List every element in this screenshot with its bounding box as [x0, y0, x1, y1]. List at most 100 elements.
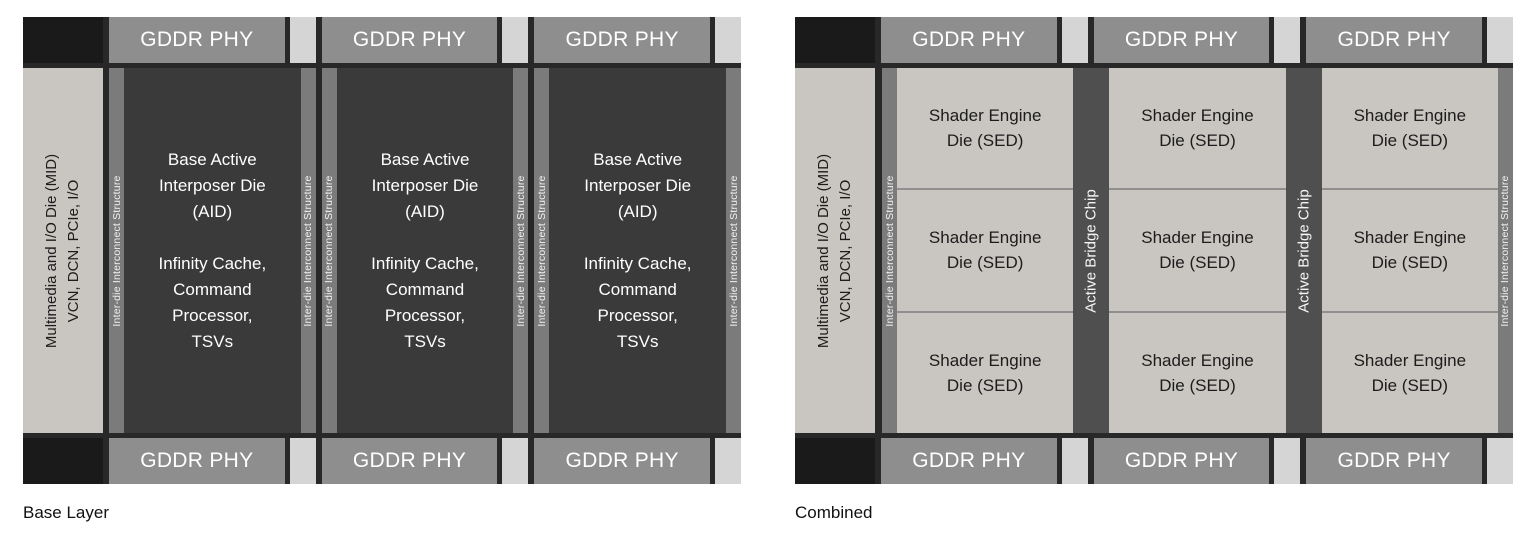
- gddr-phy-bar: GDDR PHY: [881, 17, 1057, 63]
- corner-block: [795, 17, 875, 63]
- pad-square: [1487, 438, 1514, 484]
- gddr-phy-bar: GDDR PHY: [881, 438, 1057, 484]
- pad-square: [1274, 17, 1301, 63]
- gddr-group: GDDR PHY: [881, 17, 1088, 63]
- corner-block: [795, 438, 875, 484]
- sed-block: Shader Engine Die (SED): [1322, 68, 1498, 188]
- corner-block: [23, 17, 103, 63]
- interconnect-label: Inter-die Interconnect Structure: [1499, 174, 1512, 327]
- gddr-group: GDDR PHY: [321, 17, 529, 63]
- sed-block: Shader Engine Die (SED): [1321, 310, 1498, 433]
- sed-label: Shader Engine Die (SED): [1353, 106, 1467, 151]
- aid-column: Inter-die Interconnect Structure Base Ac…: [321, 68, 529, 433]
- interconnect-strip: Inter-die Interconnect Structure: [109, 68, 124, 433]
- bridge-label: Active Bridge Chip: [1082, 188, 1100, 313]
- interconnect-label: Inter-die Interconnect Structure: [302, 174, 315, 327]
- gddr-row-bottom: GDDR PHY GDDR PHY GDDR PHY: [795, 438, 1514, 484]
- interconnect-strip: Inter-die Interconnect Structure: [1497, 68, 1513, 433]
- mid-label: Multimedia and I/O Die (MID) VCN, DCN, P…: [815, 153, 854, 348]
- interconnect-strip: Inter-die Interconnect Structure: [534, 68, 550, 433]
- gddr-phy-bar: GDDR PHY: [1306, 17, 1483, 63]
- sed-label: Shader Engine Die (SED): [928, 228, 1042, 273]
- sed-block: Shader Engine Die (SED): [1321, 188, 1498, 310]
- interconnect-label: Inter-die Interconnect Structure: [727, 174, 740, 327]
- sed-column: Shader Engine Die (SED) Shader Engine Di…: [1109, 68, 1286, 433]
- pad-square: [1061, 17, 1088, 63]
- gddr-group: GDDR PHY: [109, 438, 316, 484]
- sed-block: Shader Engine Die (SED): [1109, 310, 1286, 433]
- gddr-group: GDDR PHY: [1093, 17, 1301, 63]
- gddr-phy-bar: GDDR PHY: [534, 17, 711, 63]
- pad-square: [1061, 438, 1088, 484]
- pad-square: [715, 438, 742, 484]
- gddr-group: GDDR PHY: [881, 438, 1088, 484]
- gddr-row-top: GDDR PHY GDDR PHY GDDR PHY: [23, 17, 742, 63]
- interconnect-label: Inter-die Interconnect Structure: [323, 174, 336, 327]
- interconnect-label: Inter-die Interconnect Structure: [883, 174, 896, 327]
- aid-title: Base Active Interposer Die (AID): [371, 149, 479, 221]
- gddr-group: GDDR PHY: [109, 17, 316, 63]
- combined-body: Multimedia and I/O Die (MID) VCN, DCN, P…: [795, 68, 1513, 433]
- gddr-group: GDDR PHY: [321, 438, 529, 484]
- gddr-phy-bar: GDDR PHY: [321, 438, 498, 484]
- interconnect-strip: Inter-die Interconnect Structure: [882, 68, 897, 433]
- gddr-row-bottom: GDDR PHY GDDR PHY GDDR PHY: [23, 438, 742, 484]
- interconnect-strip: Inter-die Interconnect Structure: [726, 68, 742, 433]
- pad-square: [502, 17, 529, 63]
- mid-panel: Multimedia and I/O Die (MID) VCN, DCN, P…: [23, 68, 103, 433]
- sed-label: Shader Engine Die (SED): [928, 350, 1042, 395]
- gddr-phy-bar: GDDR PHY: [1093, 17, 1270, 63]
- sed-block: Shader Engine Die (SED): [897, 188, 1074, 310]
- pad-square: [289, 17, 316, 63]
- gddr-group: GDDR PHY: [1306, 438, 1514, 484]
- gddr-phy-bar: GDDR PHY: [1093, 438, 1270, 484]
- bridge-label: Active Bridge Chip: [1295, 188, 1313, 313]
- interconnect-strip: Inter-die Interconnect Structure: [300, 68, 316, 433]
- sed-label: Shader Engine Die (SED): [1141, 106, 1254, 151]
- sed-label: Shader Engine Die (SED): [1353, 228, 1467, 273]
- interconnect-label: Inter-die Interconnect Structure: [514, 174, 527, 327]
- gddr-group: GDDR PHY: [1306, 17, 1514, 63]
- corner-block: [23, 438, 103, 484]
- bridge-strip: Active Bridge Chip: [1073, 68, 1110, 433]
- gddr-phy-bar: GDDR PHY: [321, 17, 498, 63]
- aid-title: Base Active Interposer Die (AID): [158, 149, 266, 221]
- mid-label: Multimedia and I/O Die (MID) VCN, DCN, P…: [43, 153, 82, 348]
- bridge-strip: Active Bridge Chip: [1285, 68, 1322, 433]
- gddr-phy-bar: GDDR PHY: [109, 438, 285, 484]
- interconnect-label: Inter-die Interconnect Structure: [535, 174, 548, 327]
- combined-diagram: GDDR PHY GDDR PHY GDDR PHY Multimedia an…: [795, 17, 1514, 484]
- pad-square: [1487, 17, 1514, 63]
- aid-column: Inter-die Interconnect Structure Base Ac…: [109, 68, 316, 433]
- aid-details: Infinity Cache, Command Processor, TSVs: [371, 253, 479, 351]
- sed-block: Shader Engine Die (SED): [1109, 188, 1286, 310]
- sed-column: Shader Engine Die (SED) Shader Engine Di…: [1321, 68, 1498, 433]
- aid-block: Base Active Interposer Die (AID) Infinit…: [549, 68, 727, 433]
- gddr-group: GDDR PHY: [534, 17, 742, 63]
- aid-details: Infinity Cache, Command Processor, TSVs: [583, 253, 692, 351]
- interconnect-label: Inter-die Interconnect Structure: [110, 174, 123, 327]
- base-layer-diagram: GDDR PHY GDDR PHY GDDR PHY Multimedia an…: [23, 17, 742, 484]
- gddr-group: GDDR PHY: [1093, 438, 1301, 484]
- caption-base-layer: Base Layer: [23, 503, 109, 522]
- aid-block: Base Active Interposer Die (AID) Infinit…: [336, 68, 514, 433]
- gddr-group: GDDR PHY: [534, 438, 742, 484]
- pad-square: [289, 438, 316, 484]
- gddr-phy-bar: GDDR PHY: [534, 438, 711, 484]
- aid-title: Base Active Interposer Die (AID): [584, 149, 692, 221]
- gddr-phy-bar: GDDR PHY: [1306, 438, 1483, 484]
- gddr-row-top: GDDR PHY GDDR PHY GDDR PHY: [795, 17, 1514, 63]
- sed-column: Shader Engine Die (SED) Shader Engine Di…: [897, 68, 1074, 433]
- caption-combined: Combined: [795, 503, 873, 522]
- pad-square: [502, 438, 529, 484]
- sed-label: Shader Engine Die (SED): [1141, 228, 1254, 273]
- gddr-phy-bar: GDDR PHY: [109, 17, 285, 63]
- interconnect-strip: Inter-die Interconnect Structure: [321, 68, 337, 433]
- sed-label: Shader Engine Die (SED): [928, 106, 1042, 151]
- pad-square: [715, 17, 742, 63]
- mid-panel: Multimedia and I/O Die (MID) VCN, DCN, P…: [795, 68, 875, 433]
- sed-block: Shader Engine Die (SED): [897, 310, 1074, 433]
- sed-label: Shader Engine Die (SED): [1141, 350, 1254, 395]
- sed-block: Shader Engine Die (SED): [897, 68, 1073, 188]
- aid-details: Infinity Cache, Command Processor, TSVs: [158, 253, 267, 351]
